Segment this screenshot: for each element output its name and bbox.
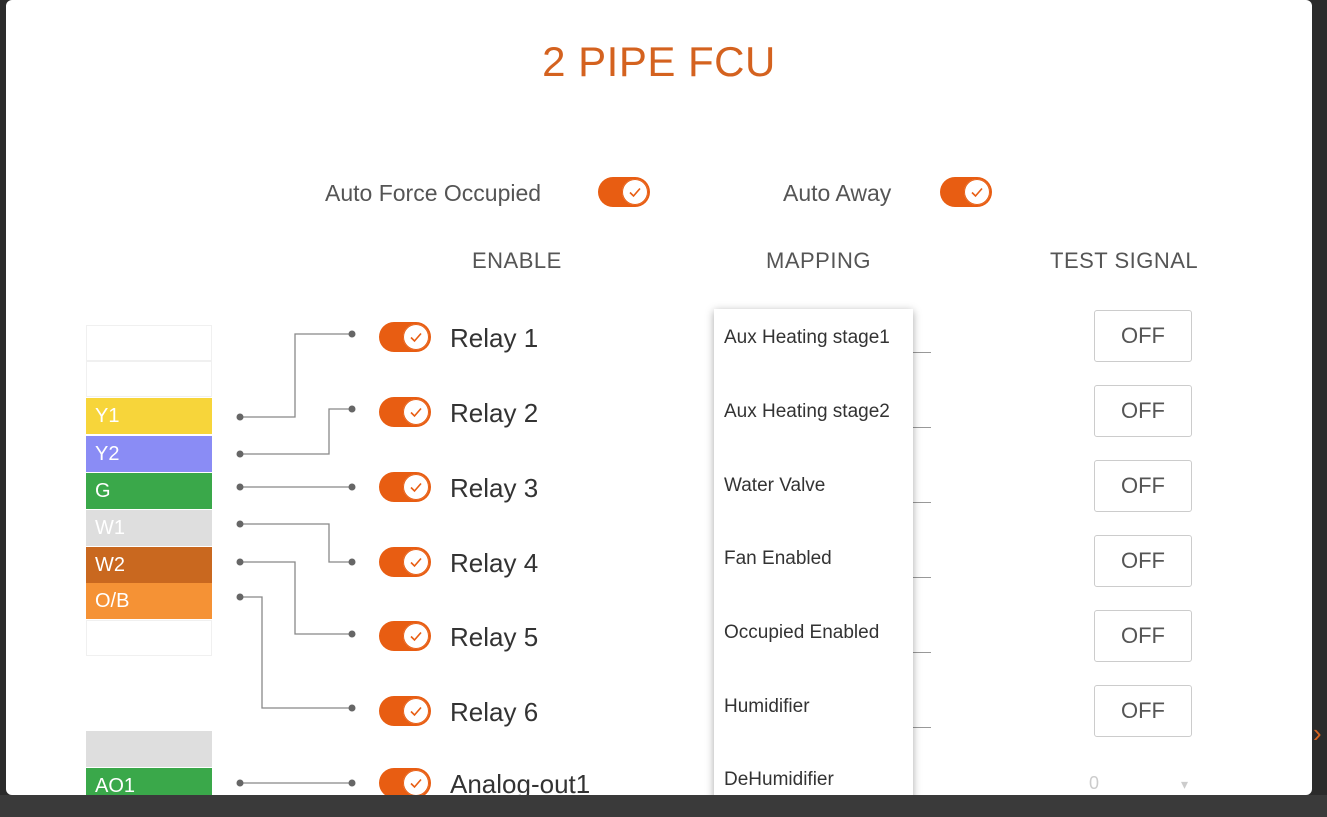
check-icon xyxy=(403,474,429,500)
check-icon xyxy=(403,770,429,795)
auto-away-label: Auto Away xyxy=(783,180,892,206)
mapping-underline xyxy=(906,502,931,503)
check-icon xyxy=(403,623,429,649)
wire-terminal-ob: O/B xyxy=(86,583,212,619)
chevron-right-icon[interactable]: › xyxy=(1313,718,1322,748)
relay-6-toggle[interactable] xyxy=(379,696,431,726)
dropdown-option[interactable]: Occupied Enabled xyxy=(724,622,880,643)
mapping-header: MAPPING xyxy=(766,248,871,273)
relay-6-label: Relay 6 xyxy=(450,697,539,727)
check-icon xyxy=(403,549,429,575)
relay-3-test-button[interactable]: OFF xyxy=(1094,460,1192,512)
mapping-underline xyxy=(906,427,931,428)
relay-5-label: Relay 5 xyxy=(450,622,539,652)
enable-header: ENABLE xyxy=(472,248,562,273)
relay-5-toggle[interactable] xyxy=(379,621,431,651)
check-icon xyxy=(622,179,648,205)
wire-terminal-y2: Y2 xyxy=(86,436,212,472)
dropdown-option[interactable]: Water Valve xyxy=(724,475,826,496)
wire-terminal-g: G xyxy=(86,473,212,509)
dropdown-option[interactable]: Humidifier xyxy=(724,696,810,717)
relay-1-test-button[interactable]: OFF xyxy=(1094,310,1192,362)
wiring-lines xyxy=(236,330,356,787)
analog-out1-toggle[interactable] xyxy=(379,768,431,795)
check-icon xyxy=(403,324,429,350)
wire-terminal-y1: Y1 xyxy=(86,398,212,434)
relay-6-test-button[interactable]: OFF xyxy=(1094,685,1192,737)
wire-terminal-ao1: AO1 xyxy=(86,768,212,795)
relay-2-toggle[interactable] xyxy=(379,397,431,427)
auto-force-occupied-label: Auto Force Occupied xyxy=(325,180,542,206)
analog-out1-test-value[interactable]: 0 xyxy=(1089,773,1100,793)
dropdown-option[interactable]: Aux Heating stage2 xyxy=(724,401,890,422)
relay-2-label: Relay 2 xyxy=(450,398,539,428)
check-icon xyxy=(403,698,429,724)
check-icon xyxy=(964,179,990,205)
wire-terminal xyxy=(86,620,212,656)
relay-3-toggle[interactable] xyxy=(379,472,431,502)
check-icon xyxy=(403,399,429,425)
analog-out1-label: Analog-out1 xyxy=(450,769,591,795)
dropdown-option[interactable]: Aux Heating stage1 xyxy=(724,327,890,348)
test-signal-header: TEST SIGNAL xyxy=(1050,248,1199,273)
auto-away-toggle[interactable] xyxy=(940,177,992,207)
wire-terminal xyxy=(86,325,212,361)
mapping-underline xyxy=(906,352,931,353)
mapping-underline xyxy=(906,727,931,728)
relay-4-test-button[interactable]: OFF xyxy=(1094,535,1192,587)
relay-2-test-button[interactable]: OFF xyxy=(1094,385,1192,437)
dropdown-option[interactable]: Fan Enabled xyxy=(724,548,832,569)
mapping-dropdown-menu: Aux Heating stage1 Aux Heating stage2 Wa… xyxy=(714,309,913,817)
bottom-bar xyxy=(0,795,1327,817)
wire-terminal xyxy=(86,361,212,397)
config-panel: 2 PIPE FCU Auto Force Occupied Auto Away… xyxy=(6,0,1312,795)
wire-terminal-w2: W2 xyxy=(86,547,212,583)
relay-4-toggle[interactable] xyxy=(379,547,431,577)
relay-1-toggle[interactable] xyxy=(379,322,431,352)
caret-down-icon[interactable]: ▾ xyxy=(1181,776,1189,792)
dropdown-option[interactable]: DeHumidifier xyxy=(724,769,834,790)
mapping-underline xyxy=(906,577,931,578)
mapping-underline xyxy=(906,652,931,653)
relay-4-label: Relay 4 xyxy=(450,548,539,578)
auto-force-occupied-toggle[interactable] xyxy=(598,177,650,207)
relay-5-test-button[interactable]: OFF xyxy=(1094,610,1192,662)
wire-terminal-w1: W1 xyxy=(86,510,212,546)
wire-terminal xyxy=(86,731,212,767)
relay-3-label: Relay 3 xyxy=(450,473,539,503)
relay-1-label: Relay 1 xyxy=(450,323,539,353)
page-title: 2 PIPE FCU xyxy=(542,38,776,85)
